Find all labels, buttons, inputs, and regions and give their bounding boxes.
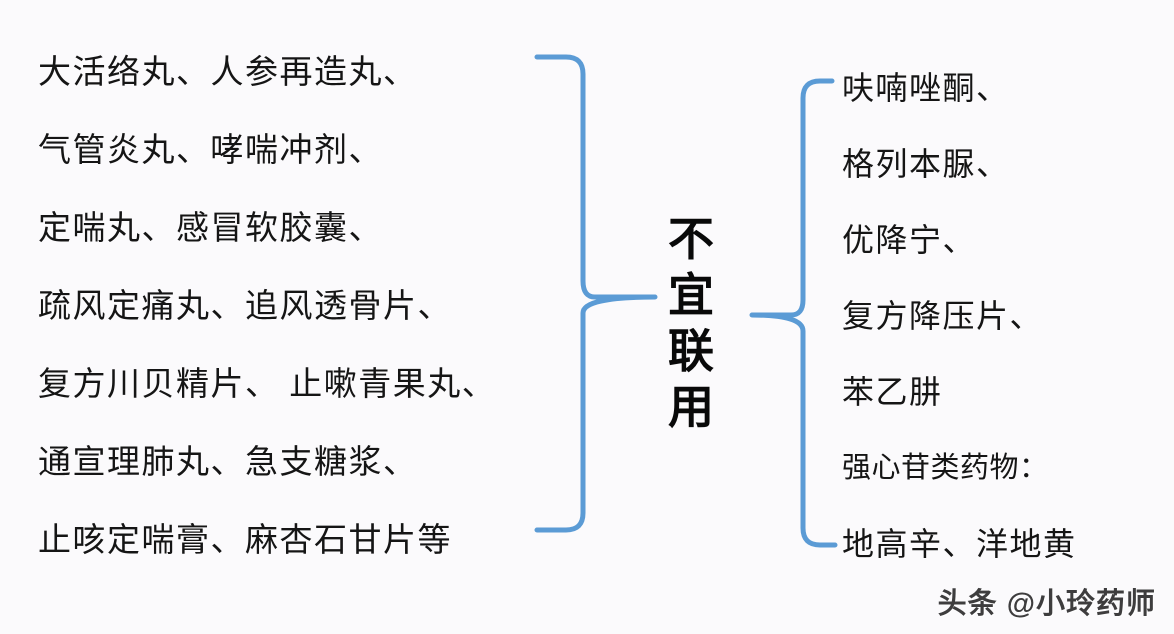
- left-bracket-path: [534, 54, 658, 533]
- left-branch-line: 止咳定喘膏、麻杏石甘片等: [38, 523, 452, 559]
- left-branch-list: 大活络丸、人参再造丸、 气管炎丸、哮喘冲剂、 定喘丸、感冒软胶囊、 疏风定痛丸、…: [38, 34, 538, 580]
- left-branch-line: 气管炎丸、哮喘冲剂、: [38, 133, 383, 169]
- center-node-char: 不: [668, 214, 714, 265]
- right-branch-line: 格列本脲、: [842, 146, 1010, 182]
- left-branch-line: 疏风定痛丸、追风透骨片、: [38, 289, 452, 325]
- right-branch-line: 苯乙肼: [842, 374, 943, 410]
- left-branch-line: 大活络丸、人参再造丸、: [38, 55, 418, 91]
- right-branch-line: 复方降压片、: [842, 298, 1044, 334]
- right-branch-line: 地高辛、洋地黄: [842, 526, 1077, 562]
- center-node-label: 不 宜 联 用: [662, 212, 720, 436]
- right-branch-list: 呋喃唑酮、 格列本脲、 优降宁、 复方降压片、 苯乙肼 强心苷类药物： 地高辛、…: [842, 50, 1162, 582]
- right-branch-line: 呋喃唑酮、: [842, 70, 1010, 106]
- left-branch-line: 定喘丸、感冒软胶囊、: [38, 211, 383, 247]
- right-branch-line: 优降宁、: [842, 222, 977, 258]
- center-node-char: 用: [668, 382, 714, 433]
- left-branch-line: 通宣理肺丸、急支糖浆、: [38, 445, 418, 481]
- center-node-char: 联: [668, 326, 714, 377]
- right-bracket-path: [749, 78, 838, 548]
- center-node-char: 宜: [668, 270, 714, 321]
- left-branch-line: 复方川贝精片、 止嗽青果丸、: [38, 367, 497, 403]
- right-branch-line: 强心苷类药物：: [842, 452, 1049, 484]
- watermark-text: 头条 @小玲药师: [937, 588, 1156, 620]
